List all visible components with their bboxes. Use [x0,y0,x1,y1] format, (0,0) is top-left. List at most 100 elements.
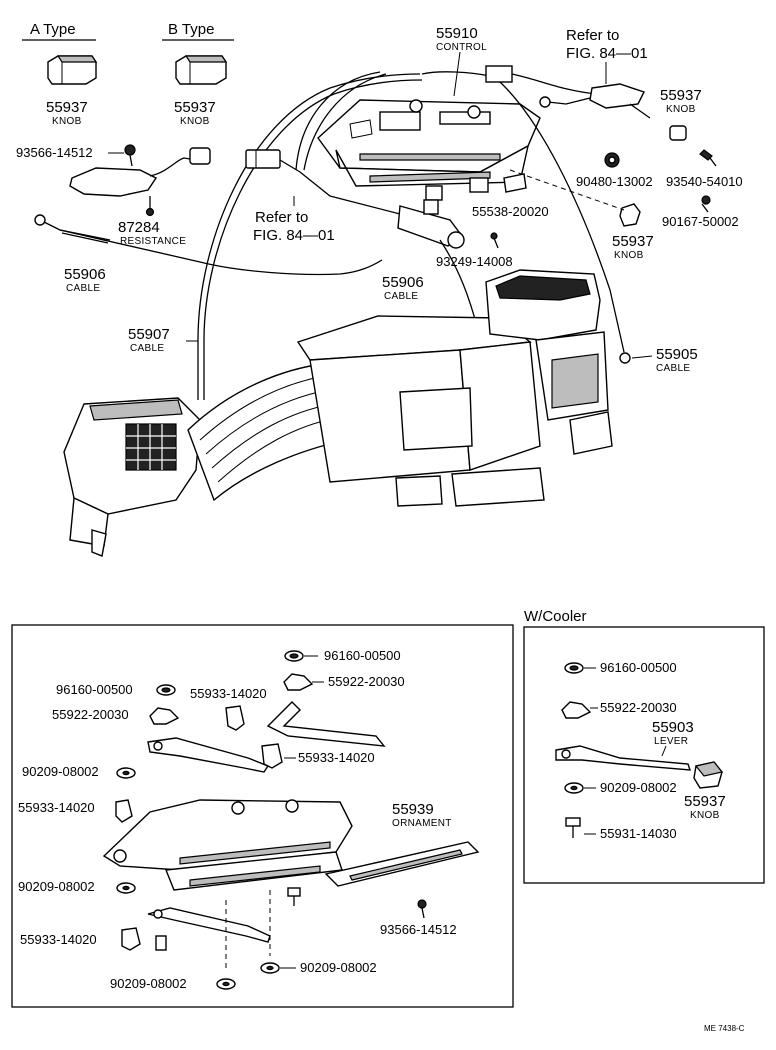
detail-right-55931: 55931-14030 [600,826,677,841]
screw-93249 [490,232,499,249]
washer-90209-right [564,782,584,794]
cable-55905 [499,81,631,364]
washer-90209-a [116,767,136,779]
ref-mid-line2: FIG. 84—01 [253,227,335,244]
knob-right-detail [693,761,724,789]
detail-right-frame [523,626,765,884]
knob-a [47,55,98,85]
detail-left-90209-a: 90209-08002 [22,764,99,779]
lever-number: 55903 [652,719,694,736]
footer-code: ME 7438-C [704,1024,745,1033]
ref-top-line1: Refer to [566,27,619,44]
cable-55905-number: 55905 [656,346,698,363]
nut-96160-b [156,684,176,696]
connector-top [485,65,513,83]
heater-assembly [63,269,613,557]
knob-mid-name: KNOB [614,250,644,261]
clip-90167 [701,195,711,213]
grommet-90480 [604,152,620,168]
knob-b-name: KNOB [180,116,210,127]
detail-left-90209-d: 90209-08002 [110,976,187,991]
cable-55907-name: CABLE [130,343,164,354]
cable-55907-number: 55907 [128,326,170,343]
screw-93566-label: 93566-14512 [16,145,93,160]
cable-55905-name: CABLE [656,363,690,374]
detail-left-90209-b: 90209-08002 [18,879,95,894]
cable-55907 [197,73,423,400]
clip-55933-a [225,705,245,731]
w-cooler-header: W/Cooler [524,608,587,625]
washer-90209-b [116,882,136,894]
resistance-number: 87284 [118,219,160,236]
detail-left-96160-a: 96160-00500 [324,648,401,663]
ornament-number: 55939 [392,801,434,818]
screw-icon [124,144,136,167]
cable-55906-center-name: CABLE [384,291,418,302]
lever-lower [147,907,271,943]
clip-55933-c [115,799,133,823]
detail-left-55922-a: 55922-20030 [328,674,405,689]
connector-top-right [539,83,651,119]
pin-detail [155,935,167,951]
knob-mid-number: 55937 [612,233,654,250]
lever-right [555,745,692,771]
washer-90209-d [216,978,236,990]
washer-90209-c [260,962,280,974]
lever-name: LEVER [654,736,688,747]
detail-right-knob-number: 55937 [684,793,726,810]
knob-a-number: 55937 [46,99,88,116]
control-number: 55910 [436,25,478,42]
detail-right-knob-name: KNOB [690,810,720,821]
detail-left-55933-a: 55933-14020 [190,686,267,701]
detail-left-55933-b: 55933-14020 [298,750,375,765]
clip-55922-right [561,701,592,719]
knob-a-name: KNOB [52,116,82,127]
cable-55906-left-name: CABLE [66,283,100,294]
grommet-90480-label: 90480-13002 [576,174,653,189]
detail-right-90209: 90209-08002 [600,780,677,795]
control-unit [317,99,541,187]
knob-55538-parts [425,173,527,201]
detail-right-55922: 55922-20030 [600,700,677,715]
detail-left-frame [11,624,514,1008]
knob-mid-part [619,203,641,227]
knob-right-name: KNOB [666,104,696,115]
lever-upper [266,701,386,747]
knob-b-number: 55937 [174,99,216,116]
screw-93540 [699,149,717,167]
lever-left [147,737,270,773]
ref-mid-line1: Refer to [255,209,308,226]
resistance-part [69,147,211,217]
screw-detail [287,887,301,906]
ornament [324,841,480,887]
nut-96160-a [284,650,304,662]
nut-96160-right [564,662,584,674]
knob-55538-label: 55538-20020 [472,204,549,219]
ornament-name: ORNAMENT [392,818,452,829]
cable-55906-left-number: 55906 [64,266,106,283]
screw-93249-label: 93249-14008 [436,254,513,269]
pin-55931 [565,817,581,838]
clip-55933-d [121,927,141,951]
knob-b [175,55,228,85]
detail-left-93566: 93566-14512 [380,922,457,937]
resistance-name: RESISTANCE [120,236,186,247]
clip-55922-b [149,707,180,725]
type-a-title: A Type [30,21,76,38]
detail-left-55922-b: 55922-20030 [52,707,129,722]
clip-90167-label: 90167-50002 [662,214,739,229]
control-detail [102,799,353,891]
screw-93566-detail [417,899,427,919]
screw-93540-label: 93540-54010 [666,174,743,189]
detail-right-96160: 96160-00500 [600,660,677,675]
type-a-header: A Type [22,21,96,41]
clip-55933-b [261,743,283,769]
actuator [397,199,465,249]
type-b-header: B Type [162,21,234,41]
detail-left-55933-c: 55933-14020 [18,800,95,815]
type-b-title: B Type [168,21,214,38]
knob-right-part [669,125,687,141]
control-name: CONTROL [436,42,487,53]
detail-left-96160-b: 96160-00500 [56,682,133,697]
